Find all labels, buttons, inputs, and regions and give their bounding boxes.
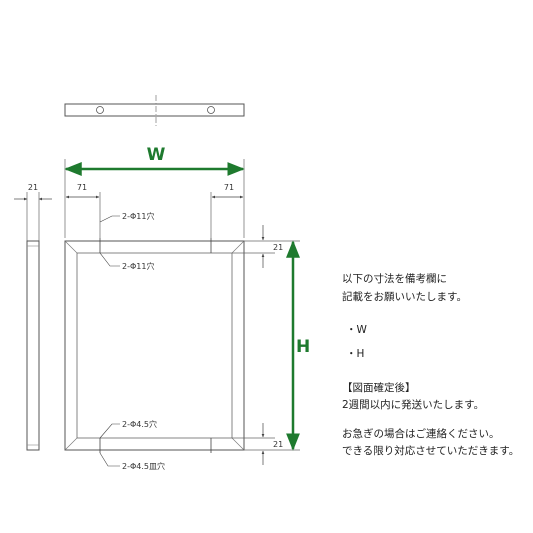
- side-view-bar: [26, 240, 40, 451]
- front-view-frame: [64, 238, 245, 453]
- callout-bottom-front: 2-Φ4.5皿穴: [122, 461, 165, 471]
- request-item-h: ・H: [346, 348, 365, 360]
- width-label: W: [147, 145, 166, 165]
- top-view-bar: [64, 103, 245, 117]
- request-item-w: ・W: [346, 324, 367, 336]
- height-dimension: H: [286, 240, 310, 451]
- hole-offset-dimensions: 71 71: [65, 183, 244, 238]
- request-line-1: 以下の寸法を備考欄に: [342, 273, 447, 285]
- frame-top-label: 21: [273, 243, 283, 252]
- request-line-2: 記載をお願いいたします。: [342, 291, 467, 303]
- confirm-text: 2週間以内に発送いたします。: [342, 399, 485, 411]
- callouts: 2-Φ11穴 2-Φ11穴 2-Φ4.5穴 2-Φ4.5皿穴: [99, 211, 165, 471]
- top-view-hole-left: [96, 106, 104, 114]
- side-thickness-label: 21: [28, 183, 38, 192]
- hole-offset-right-label: 71: [224, 183, 234, 192]
- callout-top-front: 2-Φ11穴: [122, 261, 154, 271]
- urgent-line-2: できる限り対応させていただきます。: [342, 445, 520, 457]
- confirm-heading: 【図面確定後】: [342, 382, 416, 394]
- urgent-line-1: お急ぎの場合はご連絡ください。: [342, 428, 500, 440]
- frame-inner: [76, 252, 233, 439]
- notes-panel: 以下の寸法を備考欄に 記載をお願いいたします。 ・W ・H 【図面確定後】 2週…: [342, 270, 530, 460]
- top-view: [64, 95, 245, 127]
- callout-top-back: 2-Φ11穴: [122, 211, 154, 221]
- hole-offset-left-label: 71: [77, 183, 87, 192]
- callout-bottom-back: 2-Φ4.5穴: [122, 419, 157, 429]
- top-view-hole-right: [207, 106, 215, 114]
- frame-bottom-label: 21: [273, 440, 283, 449]
- height-label: H: [296, 337, 310, 357]
- width-dimension: W: [64, 145, 245, 238]
- side-view: 21: [14, 183, 52, 451]
